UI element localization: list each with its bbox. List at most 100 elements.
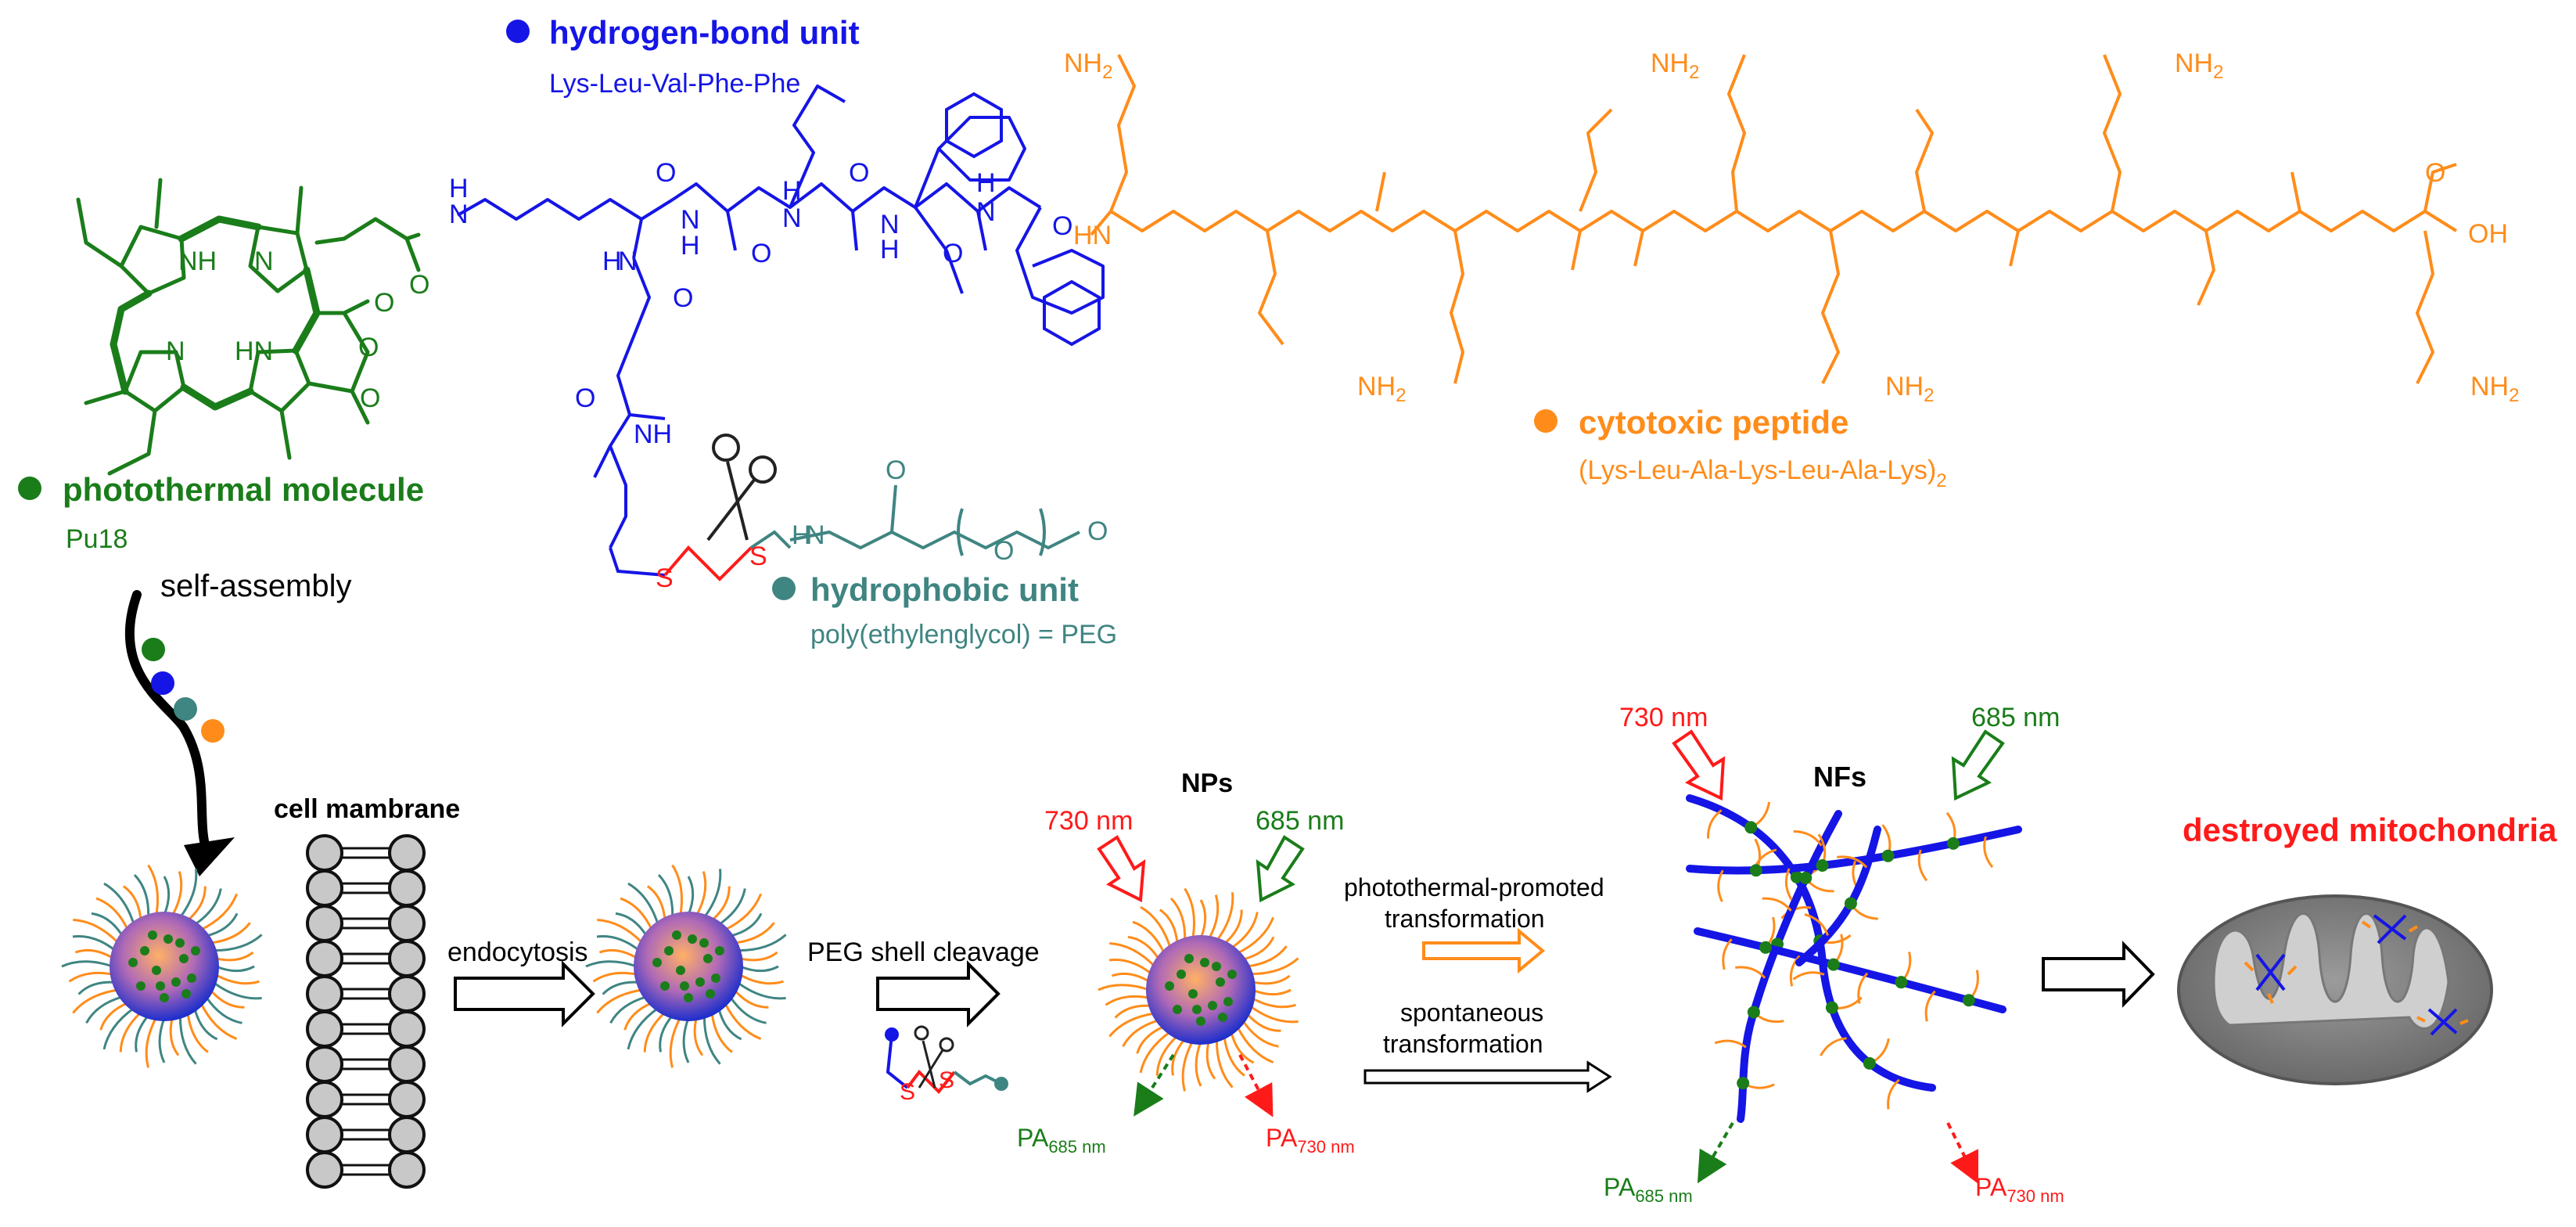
core-dot	[1218, 1013, 1227, 1022]
nps-pa730-arrow	[1238, 1054, 1274, 1117]
nfs-730-light-arrow	[1672, 729, 1726, 801]
core-dot	[1200, 958, 1209, 967]
peg-cleavage-label: PEG shell cleavage	[807, 937, 1040, 967]
corona-strand	[596, 988, 643, 1014]
corona-strand	[95, 897, 129, 930]
corona-strand	[659, 1014, 674, 1052]
corona-strand	[1195, 1041, 1202, 1087]
corona-strand	[729, 995, 767, 1024]
atom-s-4: S	[939, 1067, 954, 1093]
corona-strand	[657, 873, 674, 918]
corona-strand	[68, 971, 114, 983]
lipid-head	[306, 905, 343, 942]
atom-o-7: O	[849, 158, 869, 188]
legend-hydrophobic: hydrophobic unit poly(ethylenglycol) = P…	[772, 571, 1117, 649]
fiber-side-chain	[1706, 809, 1723, 839]
corona-strand	[597, 919, 644, 945]
lipid-head	[388, 1081, 426, 1118]
corona-strand	[212, 981, 262, 1000]
lipid-head	[306, 1081, 343, 1118]
corona-strand	[158, 1017, 166, 1063]
fiber-side-chain	[1983, 836, 1994, 869]
corona-strand	[1108, 958, 1153, 975]
core-dot	[672, 930, 681, 940]
fiber-side-chain	[1837, 855, 1868, 869]
corona-strand	[1205, 1040, 1216, 1080]
mito-fiber-cluster-1	[2244, 953, 2298, 1004]
atom-nh2-5: NH2	[2175, 49, 2223, 83]
corona-strand	[1248, 1005, 1299, 1024]
corona-strand	[1223, 1035, 1245, 1077]
atom-o-8: O	[943, 239, 963, 268]
atom-h-6: H	[602, 246, 622, 276]
nanofiber-network	[1686, 794, 2022, 1123]
lipid-head	[306, 1045, 343, 1083]
nps-label: NPs	[1181, 768, 1233, 798]
core-dot	[181, 989, 191, 999]
linker-teal-end	[994, 1077, 1008, 1091]
atom-o-11: O	[575, 383, 595, 413]
mitochondrion-icon	[2177, 894, 2493, 1085]
corona-strand	[193, 888, 222, 926]
micelle-nanoparticle-1	[61, 864, 263, 1068]
corona-strand	[1223, 909, 1243, 945]
corona-strand	[710, 886, 731, 922]
scissors-icon	[706, 434, 777, 542]
core-dot	[664, 946, 674, 955]
spontaneous-transformation-arrow	[1363, 1060, 1612, 1093]
final-arrow	[2042, 941, 2155, 1008]
nfs-685-label: 685 nm	[1971, 703, 2060, 732]
corona-strand	[710, 1012, 733, 1053]
nps-685-label: 685 nm	[1256, 806, 1344, 836]
core-dot	[680, 981, 689, 991]
core-dot	[684, 993, 693, 1002]
fiber-side-chain	[1717, 869, 1724, 902]
atom-o-13: O	[993, 536, 1014, 566]
nps-pa730-label: PA730 nm	[1266, 1124, 1355, 1157]
nfs-label: NFs	[1813, 761, 1866, 793]
core-dot	[191, 946, 200, 955]
core-dot	[160, 993, 169, 1002]
corona-strand	[1184, 887, 1195, 940]
corona-strand	[615, 912, 648, 937]
atom-o-2: O	[360, 383, 380, 413]
corona-strand	[627, 882, 659, 926]
dot-orange	[201, 719, 225, 743]
corona-strand	[646, 885, 666, 921]
fiber-side-chain	[1924, 990, 1936, 1022]
lipid-head	[306, 975, 343, 1013]
self-assembly-label: self-assembly	[160, 569, 352, 603]
corona-strand	[1242, 936, 1275, 961]
atom-nh-2: NH	[634, 419, 672, 449]
hydrogen-bond-title: hydrogen-bond unit	[549, 14, 860, 51]
nfs-pa730-arrow	[1946, 1122, 1978, 1184]
core-dot	[676, 966, 685, 975]
corona-strand	[1237, 916, 1275, 955]
atom-n-4: N	[681, 205, 700, 235]
corona-strand	[1216, 892, 1234, 942]
nanofiber-strand	[1686, 794, 1936, 1092]
pu18-porphyrin-structure	[76, 178, 421, 476]
lipid-head	[388, 834, 426, 872]
fiber-side-chain	[1887, 1078, 1900, 1110]
corona-strand	[1181, 1040, 1195, 1092]
corona-strand	[1251, 974, 1291, 985]
core-dot	[1177, 970, 1186, 979]
nps-685-light-arrow	[1256, 835, 1305, 903]
atom-o-5: O	[656, 158, 676, 188]
core-dot	[652, 958, 662, 967]
corona-strand	[737, 934, 787, 952]
corona-strand	[739, 965, 779, 973]
corona-strand	[1249, 957, 1299, 976]
corona-strand	[171, 871, 183, 916]
atom-o-12: O	[886, 455, 906, 485]
corona-strand	[602, 981, 640, 995]
corona-strand	[214, 951, 254, 962]
cytotoxic-peptide-atoms: NH2 HN NH2 NH2 NH2 NH2 NH2 OH O	[1064, 49, 2519, 406]
fiber-side-chain	[1857, 972, 1869, 1004]
atom-nh2-4: NH2	[1885, 372, 1934, 406]
core-dot	[688, 934, 697, 944]
corona-strand	[145, 1017, 158, 1068]
nps-730-light-arrow	[1097, 835, 1146, 903]
lipid-head	[306, 1116, 343, 1153]
